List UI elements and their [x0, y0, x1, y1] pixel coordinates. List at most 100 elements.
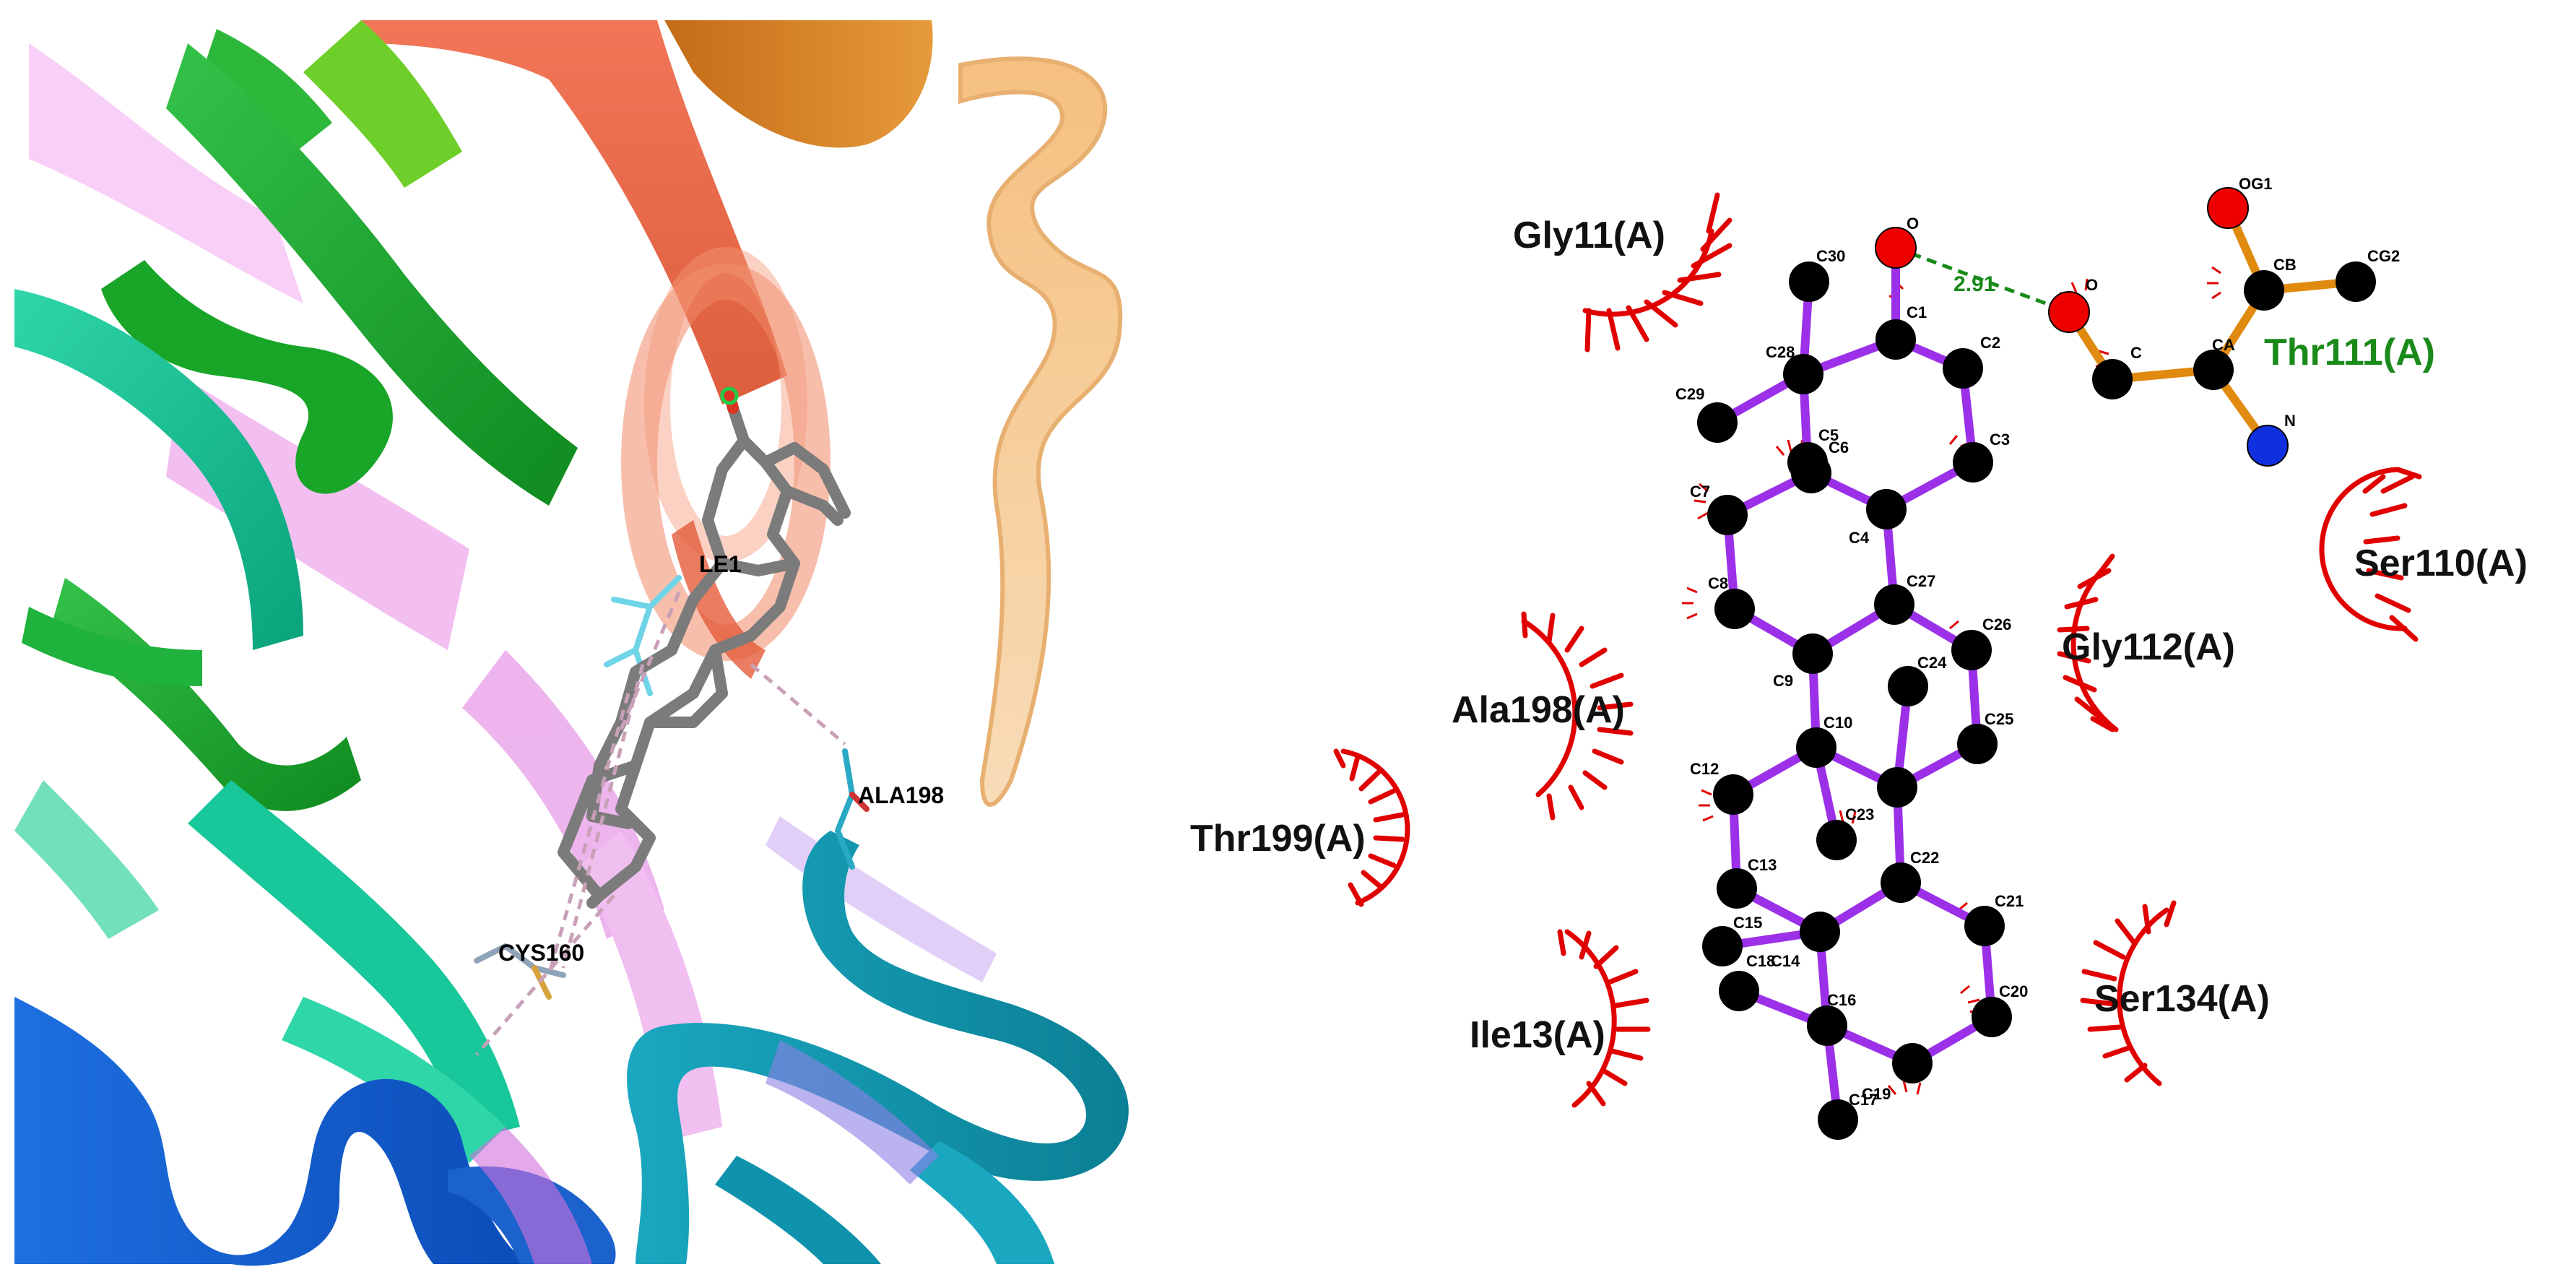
- atom-label-c5: C5: [1818, 426, 1839, 444]
- peach-helix: [958, 56, 1123, 807]
- residue-gly112: Gly112(A): [2062, 626, 2235, 668]
- atom-label-c12: C12: [1690, 760, 1719, 778]
- atom-label-c28: C28: [1766, 343, 1795, 361]
- residue-label-ile: LE1: [699, 551, 742, 577]
- atom-label-c20: C20: [1999, 982, 2028, 1000]
- atom-label-c27: C27: [1907, 572, 1935, 590]
- arc-gly11: [1582, 192, 1732, 352]
- atom-labels: O C30 C1 C2 C28 C29 C3 C5 C6 C7 C4 C27 C…: [1675, 175, 2400, 1109]
- green-structure: [22, 20, 578, 811]
- atom-c7: [1707, 495, 1748, 535]
- ligand-sticks: [558, 386, 851, 909]
- atom-c22: [1881, 862, 1921, 903]
- contact-dashes: [475, 592, 846, 1056]
- atom-label-c15: C15: [1733, 914, 1762, 932]
- atom-cg2: [2336, 261, 2376, 302]
- atom-label-c17: C17: [1849, 1091, 1878, 1109]
- atom-c8: [1714, 589, 1755, 629]
- atom-label-c8: C8: [1708, 574, 1728, 592]
- atom-c1: [1875, 319, 1916, 360]
- atom-cb: [2244, 270, 2284, 311]
- atom-label-cb: CB: [2273, 256, 2297, 274]
- atom-o-ligand: [1875, 227, 1917, 269]
- atom-label-c26: C26: [1982, 615, 2011, 633]
- atom-c18: [1719, 971, 1759, 1011]
- atom-label-c2: C2: [1980, 334, 2000, 352]
- atom-label-c19: C19: [1862, 1085, 1891, 1103]
- atom-label-c23: C23: [1845, 805, 1874, 823]
- atom-contact-marks: [1682, 266, 2221, 1095]
- interaction-diagram: 2.91: [1190, 175, 2528, 1140]
- atom-c6: [1791, 453, 1831, 493]
- atom-label-c13: C13: [1748, 856, 1777, 874]
- protein-cartoon-panel: LE1 ALA198 CYS160: [14, 20, 1170, 1266]
- atom-label-c3: C3: [1990, 431, 2010, 449]
- cyan-loop: [627, 831, 1129, 1264]
- atom-c25: [1957, 724, 1998, 764]
- atom-label-c10: C10: [1823, 714, 1852, 732]
- arc-ala198: [1521, 611, 1634, 821]
- residue-names: Gly11(A) Ser110(A) Gly112(A) Ala198(A) T…: [1190, 215, 2528, 1056]
- residue-label-cys: CYS160: [498, 940, 584, 966]
- residue-label-ala198: ALA198: [858, 782, 944, 808]
- atom-og1: [2207, 187, 2249, 229]
- atom-label-c25: C25: [1985, 710, 2013, 728]
- atom-c-residue: [2092, 359, 2133, 399]
- atom-label-c29: C29: [1675, 385, 1704, 403]
- atom-c2: [1943, 348, 1983, 389]
- atom-n: [2247, 425, 2289, 467]
- arc-ile13: [1557, 929, 1651, 1108]
- atom-c11: [1877, 767, 1917, 808]
- atom-label-cg2: CG2: [2367, 247, 2400, 265]
- atom-label-c4: C4: [1849, 529, 1870, 547]
- atom-o-residue: [2048, 291, 2090, 333]
- hbond-distance: 2.91: [1953, 272, 1995, 296]
- residue-thr111: Thr111(A): [2264, 332, 2435, 373]
- arc-thr199: [1333, 748, 1410, 907]
- violet-helix: [469, 1040, 939, 1264]
- residue-ile13: Ile13(A): [1470, 1014, 1605, 1056]
- atom-label-og1: OG1: [2239, 175, 2272, 193]
- atom-label-o-residue: O: [2086, 276, 2098, 294]
- atom-c16: [1807, 1005, 1847, 1046]
- atom-c30: [1789, 261, 1829, 302]
- arc-ser134: [2080, 900, 2177, 1086]
- atom-c13: [1717, 868, 1757, 909]
- atom-c17: [1818, 1099, 1858, 1140]
- atom-label-c14: C14: [1771, 952, 1800, 970]
- atom-c15: [1702, 926, 1743, 966]
- atom-c20: [1972, 997, 2012, 1037]
- atom-label-c21: C21: [1995, 892, 2024, 910]
- atom-label-n: N: [2284, 412, 2296, 430]
- atom-c28: [1783, 354, 1823, 394]
- atom-c27: [1874, 584, 1914, 625]
- atom-label-c16: C16: [1827, 991, 1856, 1009]
- atom-label-c22: C22: [1910, 849, 1939, 867]
- atom-label-c18: C18: [1746, 952, 1775, 970]
- atom-c19: [1892, 1043, 1933, 1083]
- atom-ca: [2193, 350, 2234, 390]
- atom-label-c7: C7: [1690, 483, 1710, 501]
- residue-ala198: Ala198(A): [1452, 689, 1625, 731]
- atom-c12: [1713, 774, 1753, 815]
- atom-c29: [1697, 402, 1738, 443]
- residue-bonds: [2065, 204, 2360, 450]
- residue-gly11: Gly11(A): [1513, 215, 1665, 256]
- atom-c26: [1951, 630, 1992, 670]
- arc-gly112: [2057, 553, 2119, 732]
- atom-c14: [1800, 912, 1840, 952]
- atom-c21: [1964, 906, 2005, 946]
- atom-label-c1: C1: [1907, 303, 1927, 321]
- atom-label-c6: C6: [1829, 438, 1849, 457]
- atom-label-c24: C24: [1917, 654, 1947, 672]
- atom-label-c9: C9: [1773, 672, 1793, 690]
- residue-ser134: Ser134(A): [2094, 978, 2270, 1020]
- hydrophobic-arcs: [1333, 192, 2422, 1108]
- atom-label-ca: CA: [2212, 336, 2235, 354]
- arc-ser110: [2319, 467, 2422, 642]
- atom-c23: [1816, 820, 1857, 860]
- residue-ser110: Ser110(A): [2354, 542, 2528, 584]
- atom-c4: [1866, 489, 1907, 529]
